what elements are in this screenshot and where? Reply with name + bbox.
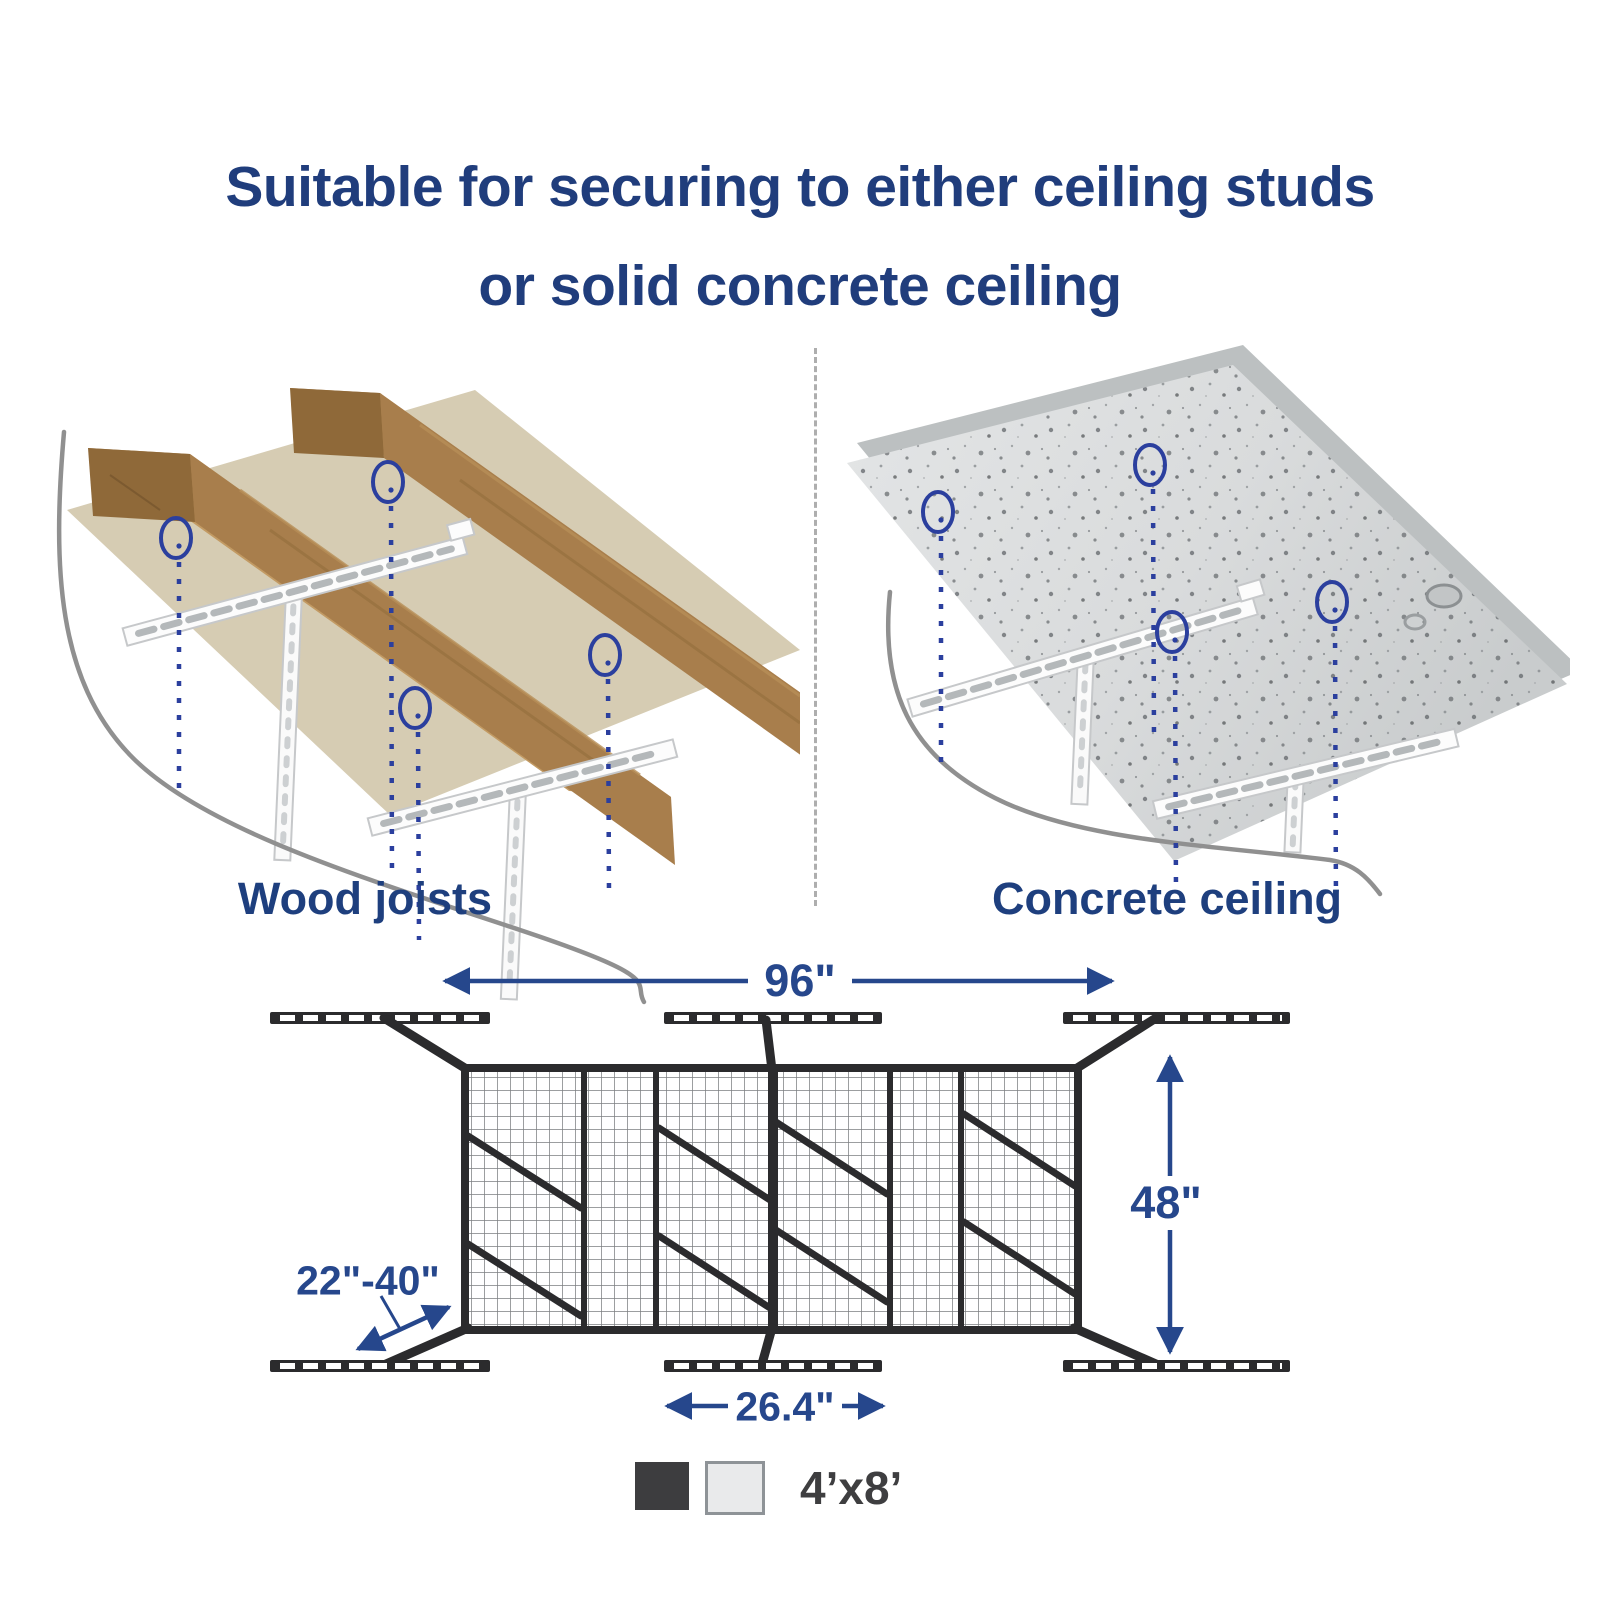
dimension-spacing-label: 26.4" (735, 1383, 835, 1430)
rack-post (273, 590, 304, 862)
page-title: Suitable for securing to either ceiling … (0, 138, 1600, 336)
concrete-pock (1403, 613, 1427, 631)
rack-ceiling-rail (121, 517, 476, 647)
rack-ceiling-rail (1151, 727, 1460, 820)
rack-post (1070, 650, 1096, 806)
title-line-2: or solid concrete ceiling (478, 254, 1122, 318)
screw-marker-icon (1133, 443, 1167, 741)
rack-braces-bottom (381, 1323, 1161, 1369)
drywall-panel (67, 390, 800, 815)
legend-swatch-light (705, 1461, 765, 1515)
section-divider (814, 348, 817, 906)
screw-marker-icon (1155, 610, 1189, 894)
concrete-slab-face (847, 365, 1567, 861)
frame-swoosh (885, 589, 1383, 897)
legend-size-label: 4’x8’ (800, 1462, 903, 1514)
ceiling-brackets-bottom (270, 1360, 1290, 1372)
label-wood-joists: Wood joists (237, 873, 493, 924)
label-concrete-ceiling: Concrete ceiling (991, 873, 1343, 924)
screw-marker-icon (588, 633, 622, 896)
wood-joist-rear (290, 388, 800, 755)
rack-mesh-deck (461, 1064, 1082, 1334)
screw-marker-icon (159, 516, 193, 790)
concrete-slab-edge (857, 345, 1570, 841)
dimension-drop-label: 22"-40" (296, 1257, 440, 1304)
rack-ceiling-rail (906, 578, 1266, 718)
rack-post (1283, 768, 1306, 854)
concrete-ceiling-illustration (847, 345, 1570, 913)
rack-braces-top (379, 1013, 1161, 1075)
dimension-height-label: 48" (1130, 1177, 1202, 1228)
dimension-width-label: 96" (764, 955, 836, 1006)
rack-post (499, 787, 528, 1001)
wood-joist-front (88, 448, 675, 865)
screw-marker-icon (1315, 580, 1349, 913)
title-line-1: Suitable for securing to either ceiling … (225, 155, 1375, 219)
concrete-pock (1425, 583, 1463, 609)
ceiling-brackets-top (270, 1012, 1290, 1024)
screw-marker-icon (921, 490, 955, 770)
rack-ceiling-rail (366, 738, 679, 837)
screw-markers (921, 443, 1349, 913)
screw-markers (159, 460, 622, 941)
mesh-diagonal-braces (464, 1110, 1079, 1320)
legend-swatch-dark (635, 1462, 689, 1510)
screw-marker-icon (371, 460, 405, 881)
